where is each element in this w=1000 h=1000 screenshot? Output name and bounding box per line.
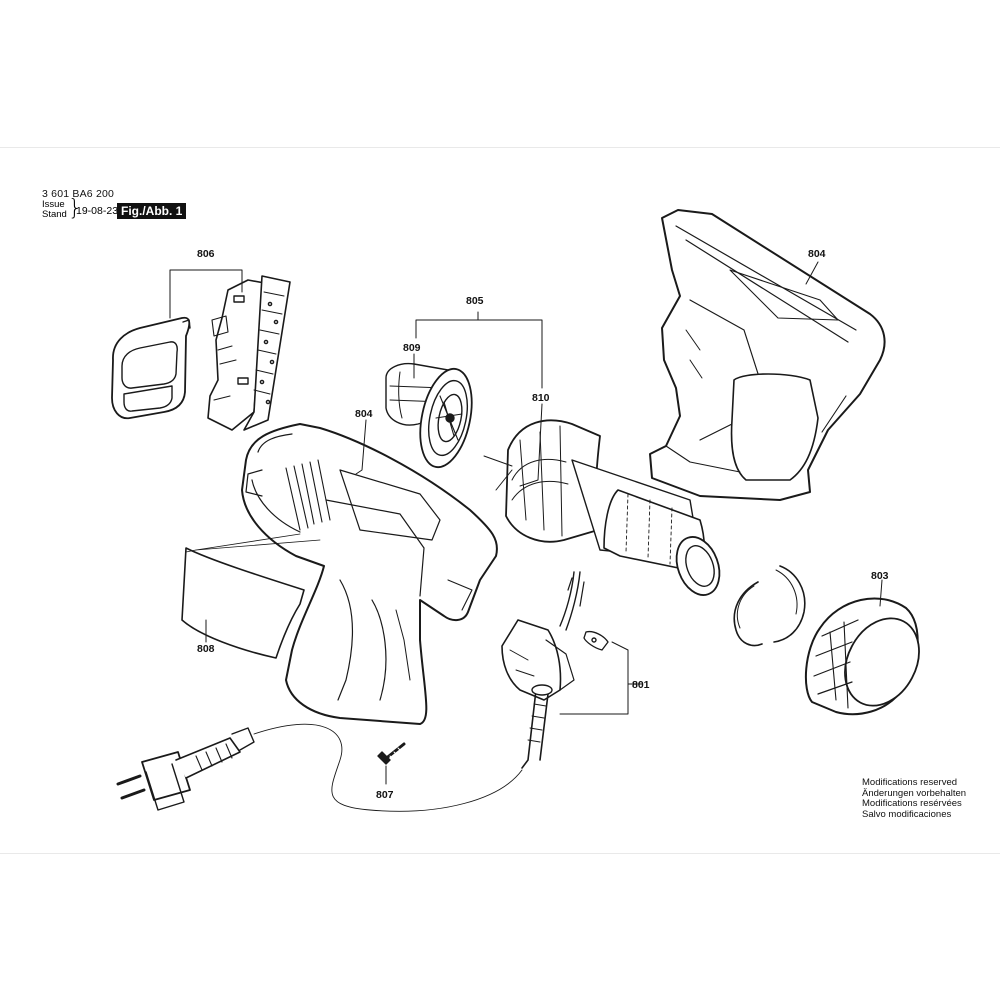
part-806-grip-cover <box>111 316 191 420</box>
modifications-notice: Modifications reserved Änderungen vorbeh… <box>862 777 967 820</box>
issue-label: Issue <box>42 199 65 210</box>
mains-plug <box>116 727 255 811</box>
notice-de: Änderungen vorbehalten <box>862 787 967 799</box>
callout-806: 806 <box>197 248 215 260</box>
notice-es: Salvo modificaciones <box>862 808 952 820</box>
callout-801: 801 <box>632 679 650 691</box>
part-804-left-housing <box>241 423 498 725</box>
part-804-right-housing <box>649 209 886 501</box>
figure-label: Fig./Abb. 1 <box>117 203 187 219</box>
part-807-screw <box>377 742 406 765</box>
callout-809: 809 <box>403 342 421 354</box>
top-rule <box>0 147 1000 148</box>
issue-date: 19-08-23 <box>76 205 119 217</box>
callout-807: 807 <box>376 789 394 801</box>
notice-en: Modifications reserved <box>862 777 958 788</box>
power-cable <box>253 723 523 812</box>
notice-fr: Modifications resérvées <box>862 798 962 809</box>
callout-808: 808 <box>197 643 215 655</box>
bottom-rule <box>0 853 1000 854</box>
brace-glyph: } <box>68 196 82 221</box>
stand-label: Stand <box>42 209 67 220</box>
split-rings <box>733 565 806 647</box>
part-809-fan-motor <box>385 362 473 469</box>
part-808-label <box>181 547 305 659</box>
header-part-number: 3 601 BA6 200 <box>42 188 114 200</box>
callout-804-right: 804 <box>808 248 826 260</box>
callout-810: 810 <box>532 392 550 404</box>
callout-803: 803 <box>871 570 889 582</box>
part-810-heating-tube <box>483 419 721 596</box>
part-number: 3 601 BA6 200 <box>42 188 115 200</box>
callout-805: 805 <box>466 295 484 307</box>
callout-leaders <box>169 261 883 785</box>
part-806-electronics-board <box>207 275 291 431</box>
part-803-end-cap <box>804 597 920 716</box>
callout-804-left: 804 <box>355 408 373 420</box>
part-801-strain-relief <box>501 571 609 769</box>
issue-block: Issue Stand } 19-08-23 Fig./Abb. 1 <box>42 196 242 224</box>
